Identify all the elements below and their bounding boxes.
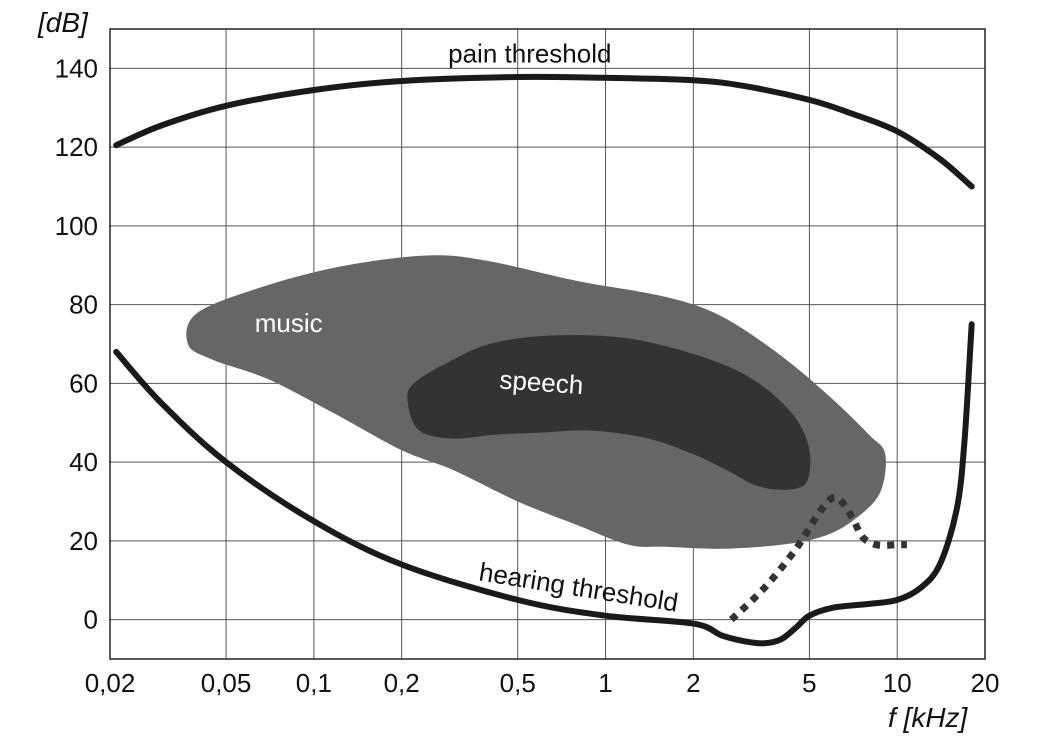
y-tick-label: 140 (55, 53, 98, 83)
x-tick-label: 5 (802, 668, 816, 698)
x-tick-label: 0,05 (201, 668, 252, 698)
plot-frame (109, 28, 986, 660)
x-axis-label: f [kHz] (888, 702, 969, 733)
x-tick-label: 0,5 (500, 668, 536, 698)
y-tick-label: 20 (69, 526, 98, 556)
y-tick-label: 60 (69, 368, 98, 398)
x-tick-label: 1 (598, 668, 612, 698)
speech-label: speech (499, 364, 585, 400)
x-tick-label: 10 (883, 668, 912, 698)
x-tick-label: 0,2 (384, 668, 420, 698)
hearing-threshold-label: hearing threshold (477, 557, 680, 618)
y-tick-label: 100 (55, 211, 98, 241)
pain-threshold-curve (113, 73, 975, 190)
regions (186, 255, 886, 549)
y-tick-label: 0 (84, 605, 98, 635)
tick-labels: 0,02 0,05 0,1 0,2 0,5 1 2 5 10 20 0 20 40 60 80 100 120 1… (55, 53, 1000, 698)
series-lines (113, 73, 975, 647)
x-tick-label: 2 (686, 668, 700, 698)
dotted-curve (728, 493, 907, 623)
x-tick-label: 0,1 (296, 668, 332, 698)
y-tick-label: 40 (69, 447, 98, 477)
y-tick-label: 80 (69, 290, 98, 320)
x-tick-label: 20 (971, 668, 1000, 698)
y-tick-label: 120 (55, 132, 98, 162)
region-speech (407, 335, 811, 490)
music-label: music (255, 308, 323, 338)
x-tick-label: 0,02 (85, 668, 136, 698)
y-axis-label: [dB] (37, 7, 89, 38)
hearing-threshold-curve (113, 321, 975, 647)
pain-threshold-label: pain threshold (448, 38, 611, 68)
